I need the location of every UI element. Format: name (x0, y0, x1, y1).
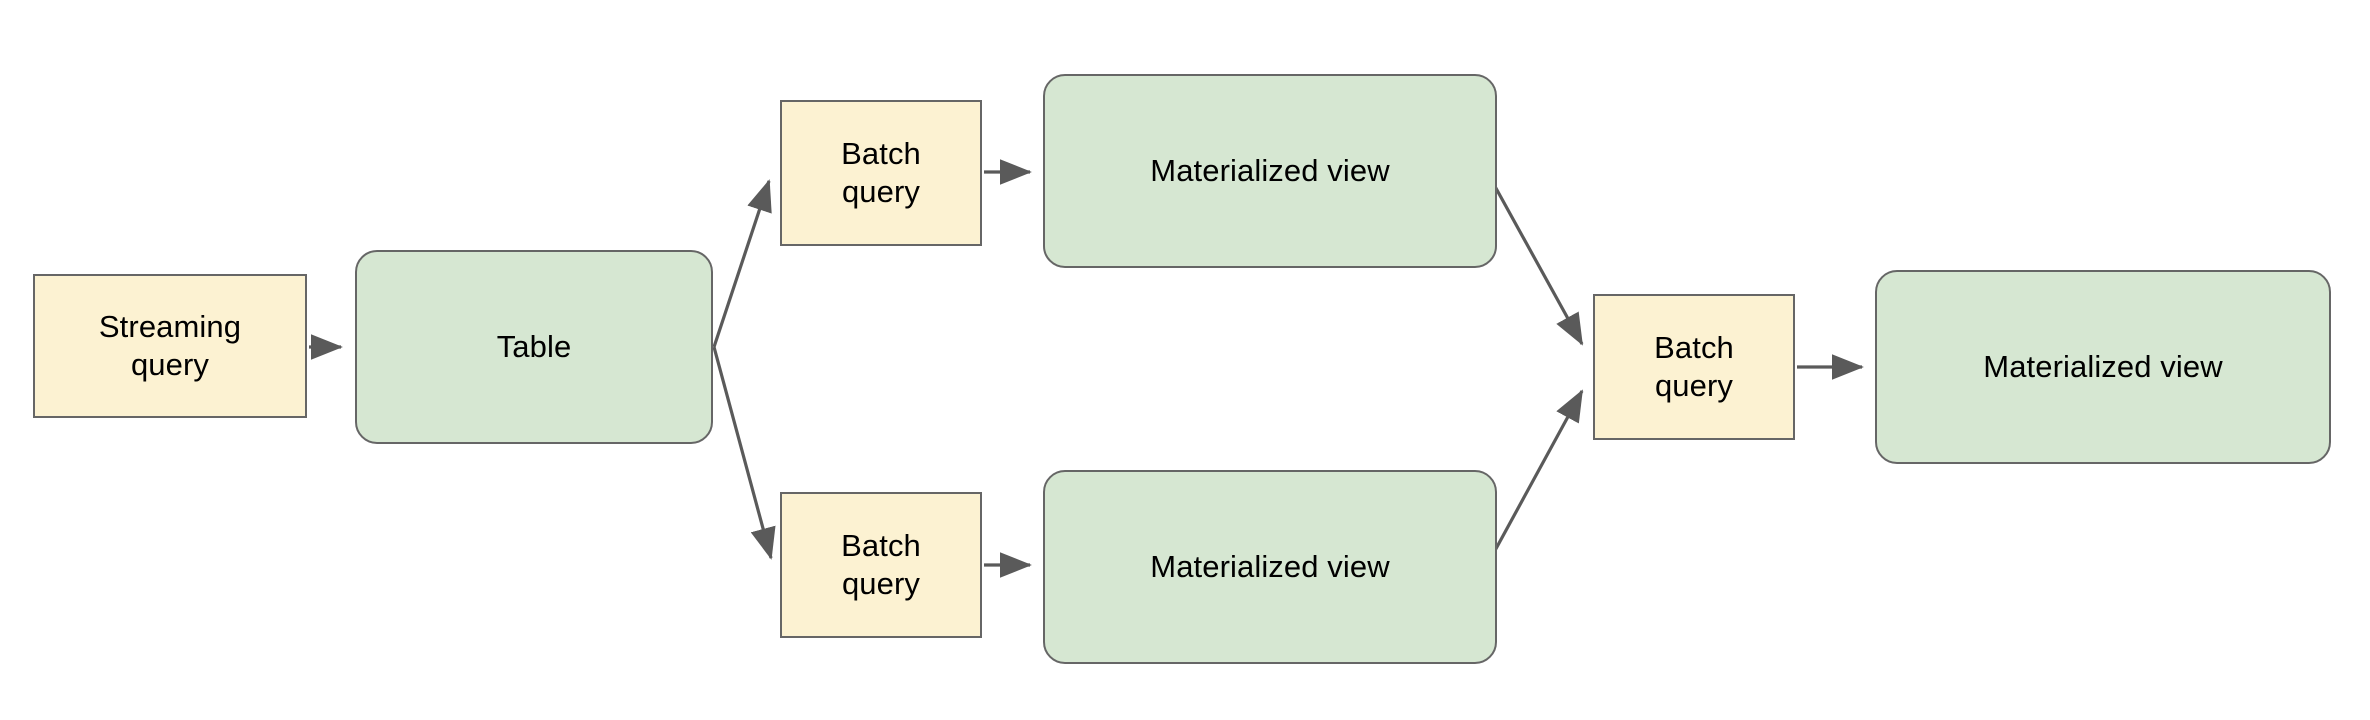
node-materialized-view-right-label: Materialized view (1983, 348, 2223, 384)
node-materialized-view-bottom[interactable]: Materialized view (1043, 470, 1497, 664)
node-table-label: Table (496, 328, 572, 364)
edge-materialized-view-bottom-to-batch-query-right (1490, 389, 1584, 557)
node-materialized-view-top-label: Materialized view (1150, 152, 1390, 188)
node-batch-query-top[interactable]: Batch query (780, 100, 982, 246)
node-streaming-query[interactable]: Streaming query (33, 274, 307, 418)
node-batch-query-right-label: Batch query (1654, 329, 1734, 403)
edge-table-to-batch-query-bottom (712, 346, 776, 560)
node-materialized-view-right[interactable]: Materialized view (1875, 270, 2331, 464)
node-table[interactable]: Table (355, 250, 713, 444)
node-batch-query-right[interactable]: Batch query (1593, 294, 1795, 440)
node-batch-query-bottom[interactable]: Batch query (780, 492, 982, 638)
edge-table-to-batch-query-top (712, 179, 772, 348)
edge-materialized-view-top-to-batch-query-right (1490, 180, 1584, 346)
node-batch-query-bottom-label: Batch query (841, 527, 921, 601)
node-streaming-query-label: Streaming query (98, 308, 242, 382)
node-materialized-view-top[interactable]: Materialized view (1043, 74, 1497, 268)
node-materialized-view-bottom-label: Materialized view (1150, 548, 1390, 584)
node-batch-query-top-label: Batch query (841, 135, 921, 209)
